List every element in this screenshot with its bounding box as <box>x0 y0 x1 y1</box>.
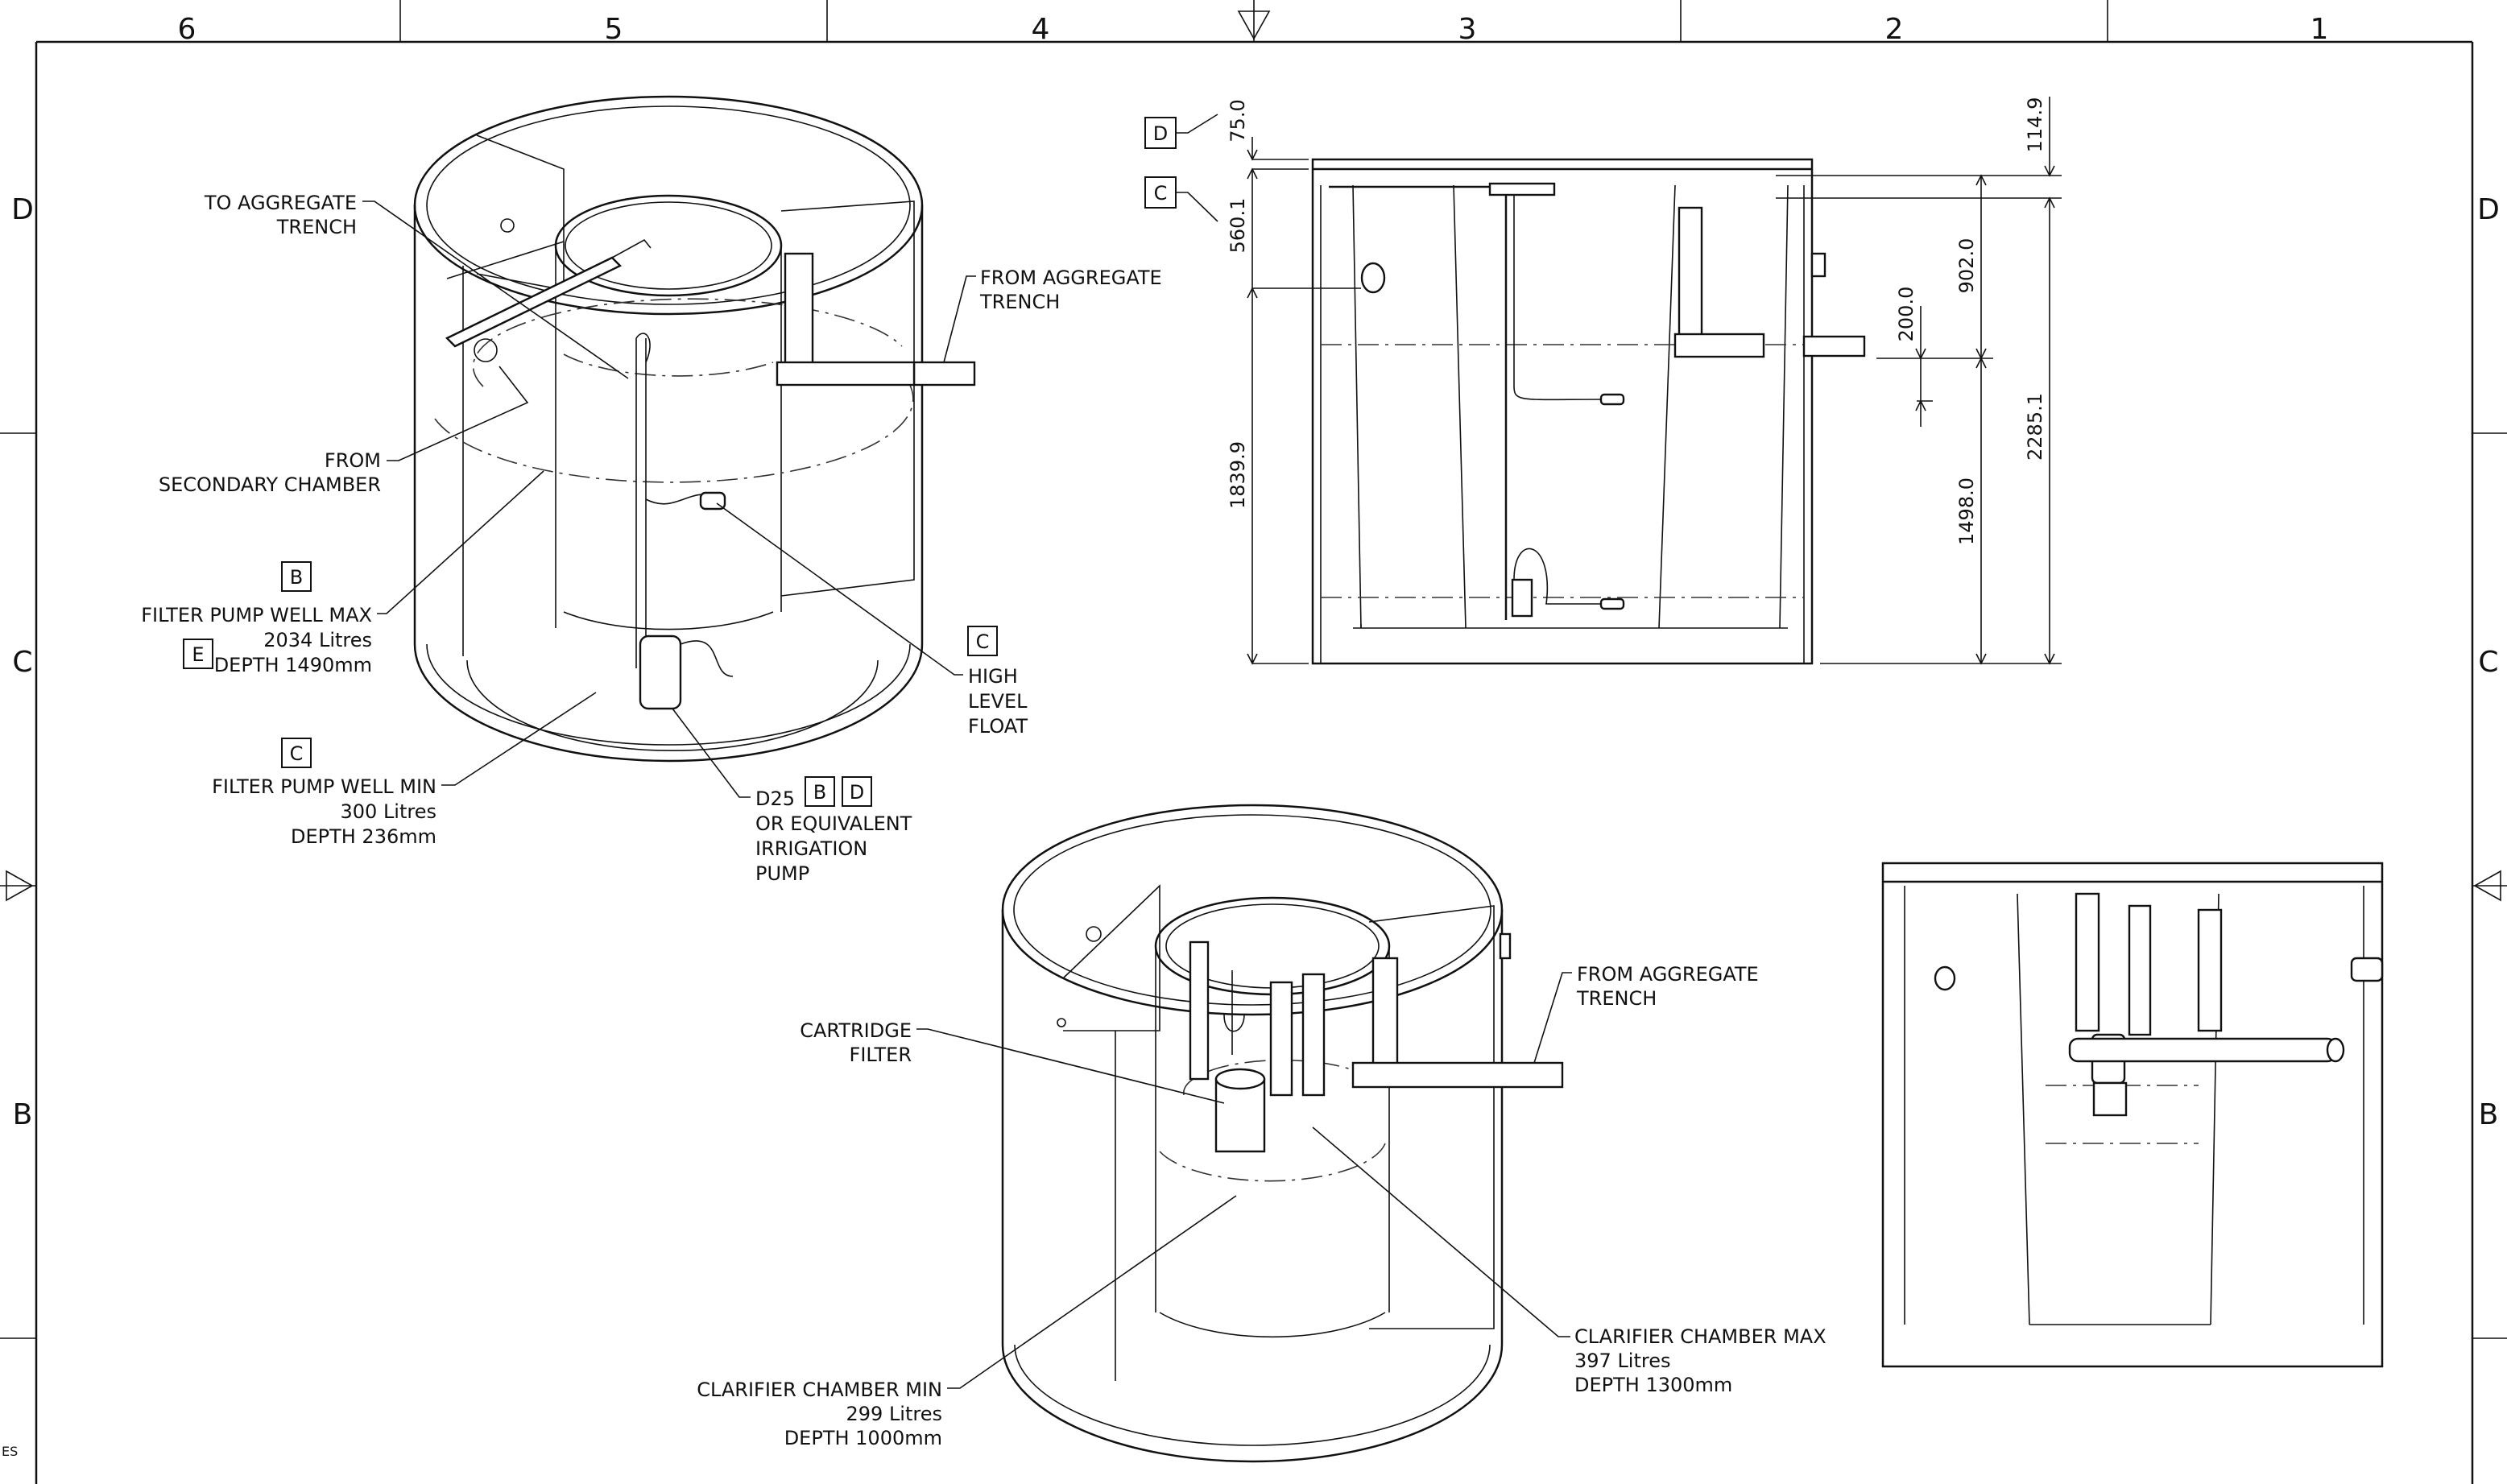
grid-row-right-b: B <box>2479 1098 2499 1131</box>
section-view <box>1311 158 1866 665</box>
grid-row-right-d: D <box>2477 193 2500 226</box>
label-float-line1: HIGH <box>968 665 1018 688</box>
label-clar-max-line3: DEPTH 1300mm <box>1574 1374 1732 1396</box>
dim-1839: 1839.9 <box>1227 441 1249 509</box>
tag-b-max: B <box>290 566 303 589</box>
tag-box-b-max <box>281 561 312 592</box>
tag-box-c-min <box>281 738 312 768</box>
label-bottom-from-aggregate-line2: TRENCH <box>1576 987 1657 1010</box>
grid-col-3: 3 <box>1458 13 1477 46</box>
tag-c-float: C <box>976 630 990 653</box>
tag-b-pump: B <box>813 781 826 804</box>
label-filter-min-line1: FILTER PUMP WELL MIN <box>212 775 436 798</box>
label-clar-min-line2: 299 Litres <box>846 1403 943 1425</box>
grid-col-2: 2 <box>1885 13 1904 46</box>
grid-col-4: 4 <box>1032 13 1050 46</box>
tag-box-e-max <box>183 639 213 669</box>
label-to-aggregate-line1: TO AGGREGATE <box>204 192 357 214</box>
label-clar-min-line3: DEPTH 1000mm <box>784 1427 942 1449</box>
grid-row-left-c: C <box>12 646 32 679</box>
label-clar-max-line2: 397 Litres <box>1574 1350 1671 1372</box>
iso-top-annotations: TO AGGREGATE TRENCH FROM AGGREGATE TRENC… <box>141 192 1161 885</box>
iso-clarifier-chamber <box>1001 804 1564 1463</box>
label-pump-line4: PUMP <box>755 862 809 885</box>
dim-200: 200.0 <box>1895 287 1917 342</box>
center-mark-right <box>2473 870 2501 902</box>
label-pump-line3: IRRIGATION <box>755 837 867 860</box>
grid-col-6: 6 <box>178 13 197 46</box>
grid-row-left-b: B <box>13 1098 33 1131</box>
footer-fragment: ES <box>2 1444 18 1459</box>
dim-75: 75.0 <box>1227 99 1249 142</box>
label-float-line2: LEVEL <box>968 690 1028 713</box>
tag-box-c-float <box>967 626 998 656</box>
label-from-aggregate-line2: TRENCH <box>979 291 1060 313</box>
label-filter-max-line3: DEPTH 1490mm <box>214 654 372 676</box>
label-cartridge-line2: FILTER <box>850 1044 912 1066</box>
label-clar-max-line1: CLARIFIER CHAMBER MAX <box>1574 1325 1826 1348</box>
label-pump-line1: D25 <box>755 787 795 810</box>
dim-902: 902.0 <box>1955 238 1978 294</box>
label-to-aggregate-line2: TRENCH <box>276 216 357 238</box>
label-pump-line2: OR EQUIVALENT <box>755 812 912 835</box>
label-filter-max-line2: 2034 Litres <box>263 629 372 651</box>
tag-c-min: C <box>290 742 304 765</box>
section-dimensions: 75.0 560.1 1839.9 D C 114.9 902.0 200.0 … <box>1144 97 2062 665</box>
label-clar-min-line1: CLARIFIER CHAMBER MIN <box>697 1379 942 1401</box>
tag-e-max: E <box>192 643 204 666</box>
grid-col-1: 1 <box>2310 13 2329 46</box>
iso-filter-pump-well <box>413 95 976 763</box>
label-from-secondary-line2: SECONDARY CHAMBER <box>159 473 381 496</box>
dim-2285: 2285.1 <box>2024 393 2046 461</box>
label-from-aggregate-line1: FROM AGGREGATE <box>980 267 1162 289</box>
tag-d-section: D <box>1153 122 1168 145</box>
center-mark-top <box>1237 10 1271 40</box>
label-filter-max-line1: FILTER PUMP WELL MAX <box>141 604 372 626</box>
tag-box-b-pump <box>805 776 835 807</box>
grid-row-left-d: D <box>11 193 34 226</box>
grid-row-right-c: C <box>2478 646 2498 679</box>
tag-box-d-pump <box>842 776 872 807</box>
label-from-secondary-line1: FROM <box>325 449 381 472</box>
label-filter-min-line2: 300 Litres <box>341 800 437 823</box>
label-float-line3: FLOAT <box>968 715 1028 738</box>
center-mark-left <box>6 870 34 902</box>
label-cartridge-line1: CARTRIDGE <box>800 1019 912 1042</box>
label-bottom-from-aggregate-line1: FROM AGGREGATE <box>1577 963 1759 986</box>
label-filter-min-line3: DEPTH 236mm <box>291 825 436 848</box>
tag-d-pump: D <box>850 781 864 804</box>
tag-c-section: C <box>1154 182 1168 205</box>
grid-col-5: 5 <box>605 13 623 46</box>
grid-labels: 6 5 4 3 2 1 D C B D C B ES <box>2 13 2500 1459</box>
dim-1498: 1498.0 <box>1955 477 1978 545</box>
dim-560: 560.1 <box>1227 198 1249 254</box>
side-section-view <box>1881 862 2384 1368</box>
iso-bottom-annotations: FROM AGGREGATE TRENCH CARTRIDGE FILTER C… <box>697 963 1826 1449</box>
dim-114: 114.9 <box>2024 97 2046 153</box>
